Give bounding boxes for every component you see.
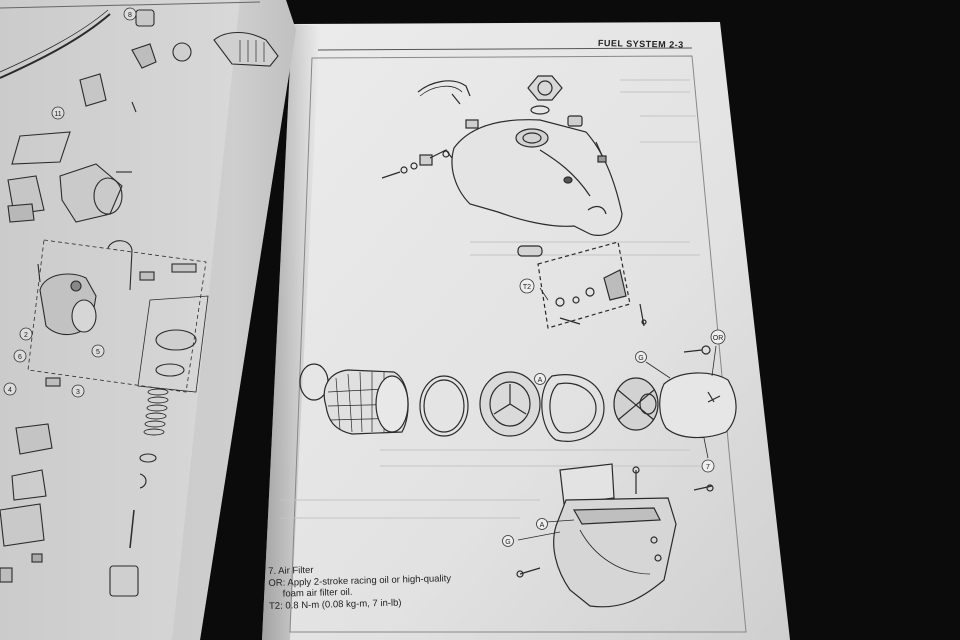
- left-page: [0, 0, 296, 640]
- fuel-tank: [451, 119, 623, 236]
- callout-6: 6: [18, 354, 22, 361]
- callout-3: 3: [76, 389, 80, 396]
- callout-11: 11: [54, 111, 61, 118]
- fuel-cock-assembly: [517, 241, 647, 329]
- callout-g: G: [638, 355, 643, 362]
- callout-a: A: [538, 377, 543, 384]
- left-callouts: 8 11 2 6 5 4 3: [3, 7, 137, 398]
- carburetor-diagram: [0, 9, 279, 597]
- callout-4: 4: [8, 387, 12, 394]
- callout-5: 5: [96, 349, 100, 356]
- right-page: [262, 22, 790, 640]
- leader-lines: [517, 287, 717, 541]
- right-callouts: T2 G OR A 7 A G: [502, 278, 726, 547]
- page-header: FUEL SYSTEM 2-3: [597, 38, 684, 50]
- callout-or: OR: [713, 335, 724, 342]
- fuel-cap: [527, 75, 563, 115]
- callout-g: G: [505, 539, 510, 546]
- callout-t2: T2: [523, 284, 531, 291]
- air-box: [516, 463, 714, 608]
- fuel-system-diagram: [299, 75, 737, 608]
- diagram-legend: 7. Air Filter OR: Apply 2-stroke racing …: [268, 561, 452, 612]
- callout-8: 8: [128, 12, 132, 19]
- callout-2: 2: [24, 332, 28, 339]
- callout-7: 7: [706, 464, 710, 471]
- callout-a: A: [540, 522, 545, 529]
- air-filter-row: [299, 345, 737, 442]
